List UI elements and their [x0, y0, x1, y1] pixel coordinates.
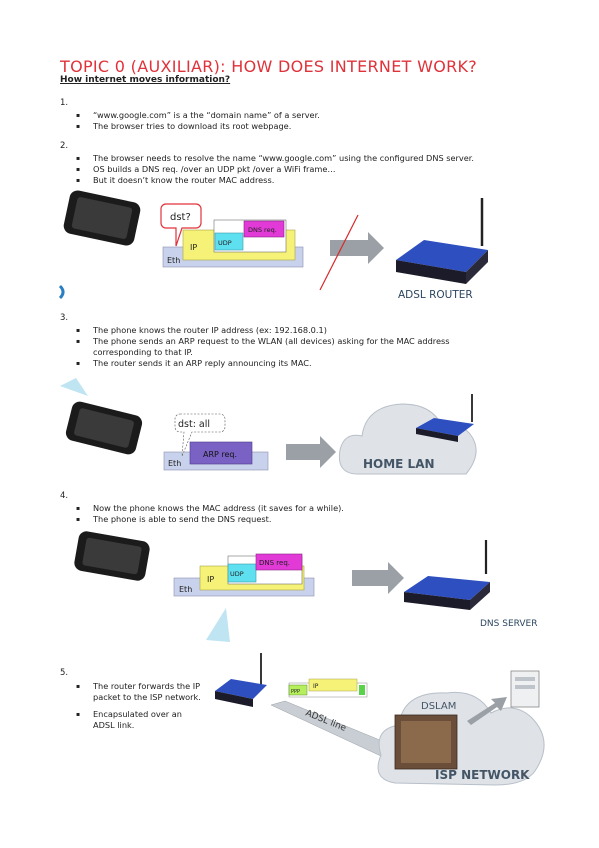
decor-mark [206, 608, 230, 642]
section-4-number: 4. [60, 491, 69, 501]
ip-label: IP [207, 575, 214, 584]
arrow-icon [286, 436, 336, 468]
diagram-dns-request: Eth IP UDP DNS req. DNS SERVER [74, 531, 538, 642]
server-icon [510, 670, 540, 708]
udp-label: UDP [218, 239, 232, 247]
bullet: The router forwards the IP packet to the… [76, 681, 206, 703]
eth-label: Eth [168, 459, 181, 468]
arp-label: ARP req. [203, 450, 237, 459]
adsl-line [270, 700, 388, 758]
bullet: “www.google.com” is a the “domain name” … [76, 110, 516, 121]
decor-mark [60, 378, 88, 396]
page-title: TOPIC 0 (AUXILIAR): HOW DOES INTERNET WO… [60, 57, 478, 76]
eth-label: Eth [179, 585, 192, 594]
bullet: The browser tries to download its root w… [76, 121, 516, 132]
section-5-number: 5. [60, 668, 69, 678]
router-image [396, 198, 488, 284]
section-3-bullets: The phone knows the router IP address (e… [76, 325, 506, 369]
ip-label: IP [313, 683, 319, 690]
bullet: But it doesn’t know the router MAC addre… [76, 175, 536, 186]
bubble-text: dst? [170, 212, 191, 223]
ip-packet [308, 678, 358, 692]
section-4-bullets: Now the phone knows the MAC address (it … [76, 503, 506, 525]
diagram-isp: PPP IP ADSL line DSLAM ISP NETWORK [215, 653, 545, 786]
bubble-text: dst: all [178, 419, 210, 430]
server-label: DNS SERVER [480, 619, 538, 629]
router-image [404, 540, 490, 610]
cloud-label: ISP NETWORK [435, 768, 530, 782]
cloud-shape [338, 403, 477, 475]
bullet: The phone sends an ARP request to the WL… [76, 336, 506, 358]
dst-bubble [174, 413, 226, 457]
bullet: The browser needs to resolve the name “w… [76, 153, 536, 164]
eth-label: Eth [167, 256, 180, 265]
diagram-arp: Eth ARP req. dst: all HOME LAN [60, 378, 477, 475]
blocked-slash [319, 214, 359, 291]
phone-image [74, 531, 150, 581]
arrow-icon [330, 232, 384, 264]
udp-segment [214, 232, 244, 251]
dns-label: DNS req. [248, 226, 277, 234]
section-2-bullets: The browser needs to resolve the name “w… [76, 153, 536, 186]
bullet: The router sends it an ARP reply announc… [76, 358, 506, 369]
section-3-number: 3. [60, 313, 69, 323]
arp-request [189, 441, 253, 465]
udp-segment [227, 563, 257, 583]
decor-mark [58, 284, 65, 300]
cloud-label: HOME LAN [363, 457, 435, 471]
dns-request [243, 220, 285, 238]
router-image [416, 394, 474, 442]
section-1-number: 1. [60, 98, 69, 108]
bullet: Encapsulated over an ADSL link. [76, 709, 206, 731]
bullet: The phone is able to send the DNS reques… [76, 514, 506, 525]
bullet: Now the phone knows the MAC address (it … [76, 503, 506, 514]
ip-label: IP [190, 243, 197, 252]
bullet: The phone knows the router IP address (e… [76, 325, 506, 336]
udp-label: UDP [230, 570, 244, 578]
dst-bubble [160, 203, 202, 247]
dns-request [255, 553, 303, 571]
router-image [215, 653, 267, 707]
router-label: ADSL ROUTER [398, 289, 473, 301]
phone-image [65, 401, 143, 455]
section-2-number: 2. [60, 141, 69, 151]
section-5-bullets: The router forwards the IP packet to the… [76, 681, 206, 731]
ppp-label: PPP [291, 689, 300, 695]
phone-image [63, 190, 141, 246]
dslam-label: DSLAM [421, 701, 456, 712]
dns-label: DNS req. [259, 559, 290, 567]
section-1-bullets: “www.google.com” is a the “domain name” … [76, 110, 516, 132]
diagram-dns-no-mac: Eth IP UDP DNS req. dst? ADSL ROUTER [58, 190, 488, 301]
arrow-icon [467, 697, 507, 725]
bullet: OS builds a DNS req. /over an UDP pkt /o… [76, 164, 536, 175]
arrow-icon [352, 562, 404, 594]
page-subtitle: How internet moves information? [60, 75, 231, 85]
